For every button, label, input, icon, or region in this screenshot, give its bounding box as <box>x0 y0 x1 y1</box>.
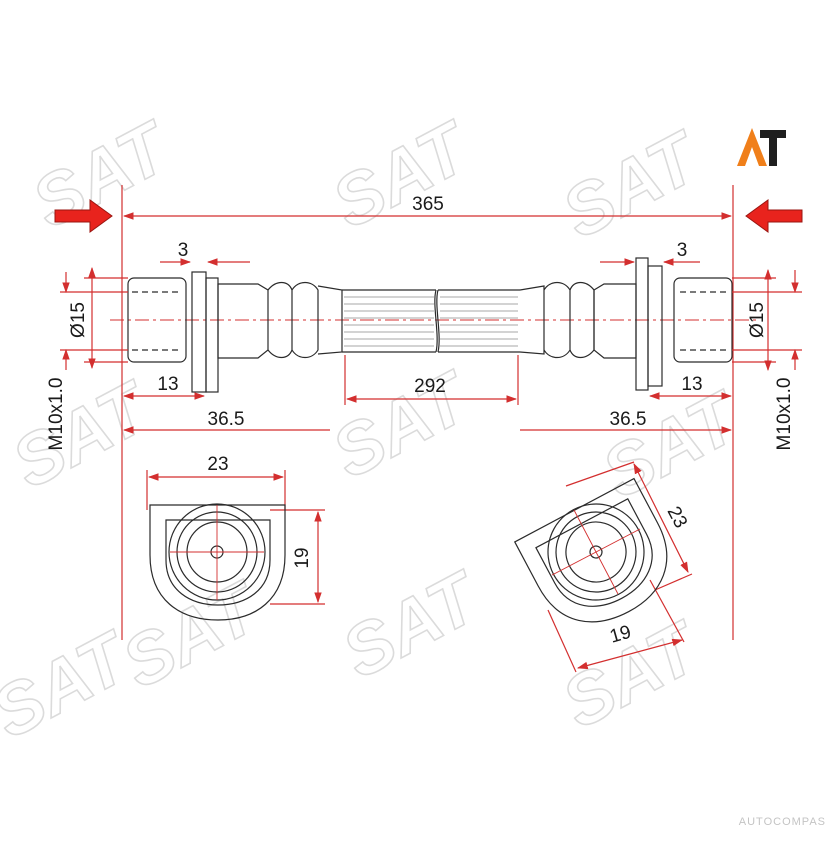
left-flange-thickness-label: 3 <box>178 240 189 261</box>
hose-ribs <box>344 296 518 347</box>
svg-text:SAT: SAT <box>0 365 165 504</box>
left-bracket-crosshair <box>170 505 264 600</box>
dimension-lines <box>60 212 802 673</box>
right-bracket-crosshair <box>551 509 641 595</box>
reference-lines <box>121 185 734 640</box>
at-logo <box>737 128 786 166</box>
right-fitting-length-label: 36.5 <box>610 409 647 430</box>
svg-text:SAT: SAT <box>550 605 715 744</box>
right-bracket-width-label: 23 <box>663 503 691 532</box>
left-diameter-label: Ø15 <box>68 302 89 338</box>
left-fitting-length-label: 36.5 <box>208 409 245 430</box>
right-diameter-label: Ø15 <box>747 302 768 338</box>
right-thread-length-label: 13 <box>681 374 702 395</box>
right-flange-thickness-label: 3 <box>677 240 688 261</box>
svg-text:SAT: SAT <box>550 115 715 254</box>
left-bracket-height-label: 19 <box>292 547 313 568</box>
right-direction-arrow <box>745 199 803 233</box>
svg-text:SAT: SAT <box>320 105 485 244</box>
left-bracket-width-label: 23 <box>207 454 228 475</box>
left-thread-length-label: 13 <box>157 374 178 395</box>
left-direction-arrow <box>54 199 113 233</box>
autocompas-logo: AUTOCOMPAS <box>738 816 826 828</box>
left-thread-spec-label: M10x1.0 <box>46 378 67 451</box>
brake-hose <box>127 257 733 393</box>
overall-length-label: 365 <box>412 194 444 215</box>
svg-text:SAT: SAT <box>330 555 495 694</box>
right-thread-spec-label: M10x1.0 <box>774 378 795 451</box>
hose-length-label: 292 <box>414 376 446 397</box>
